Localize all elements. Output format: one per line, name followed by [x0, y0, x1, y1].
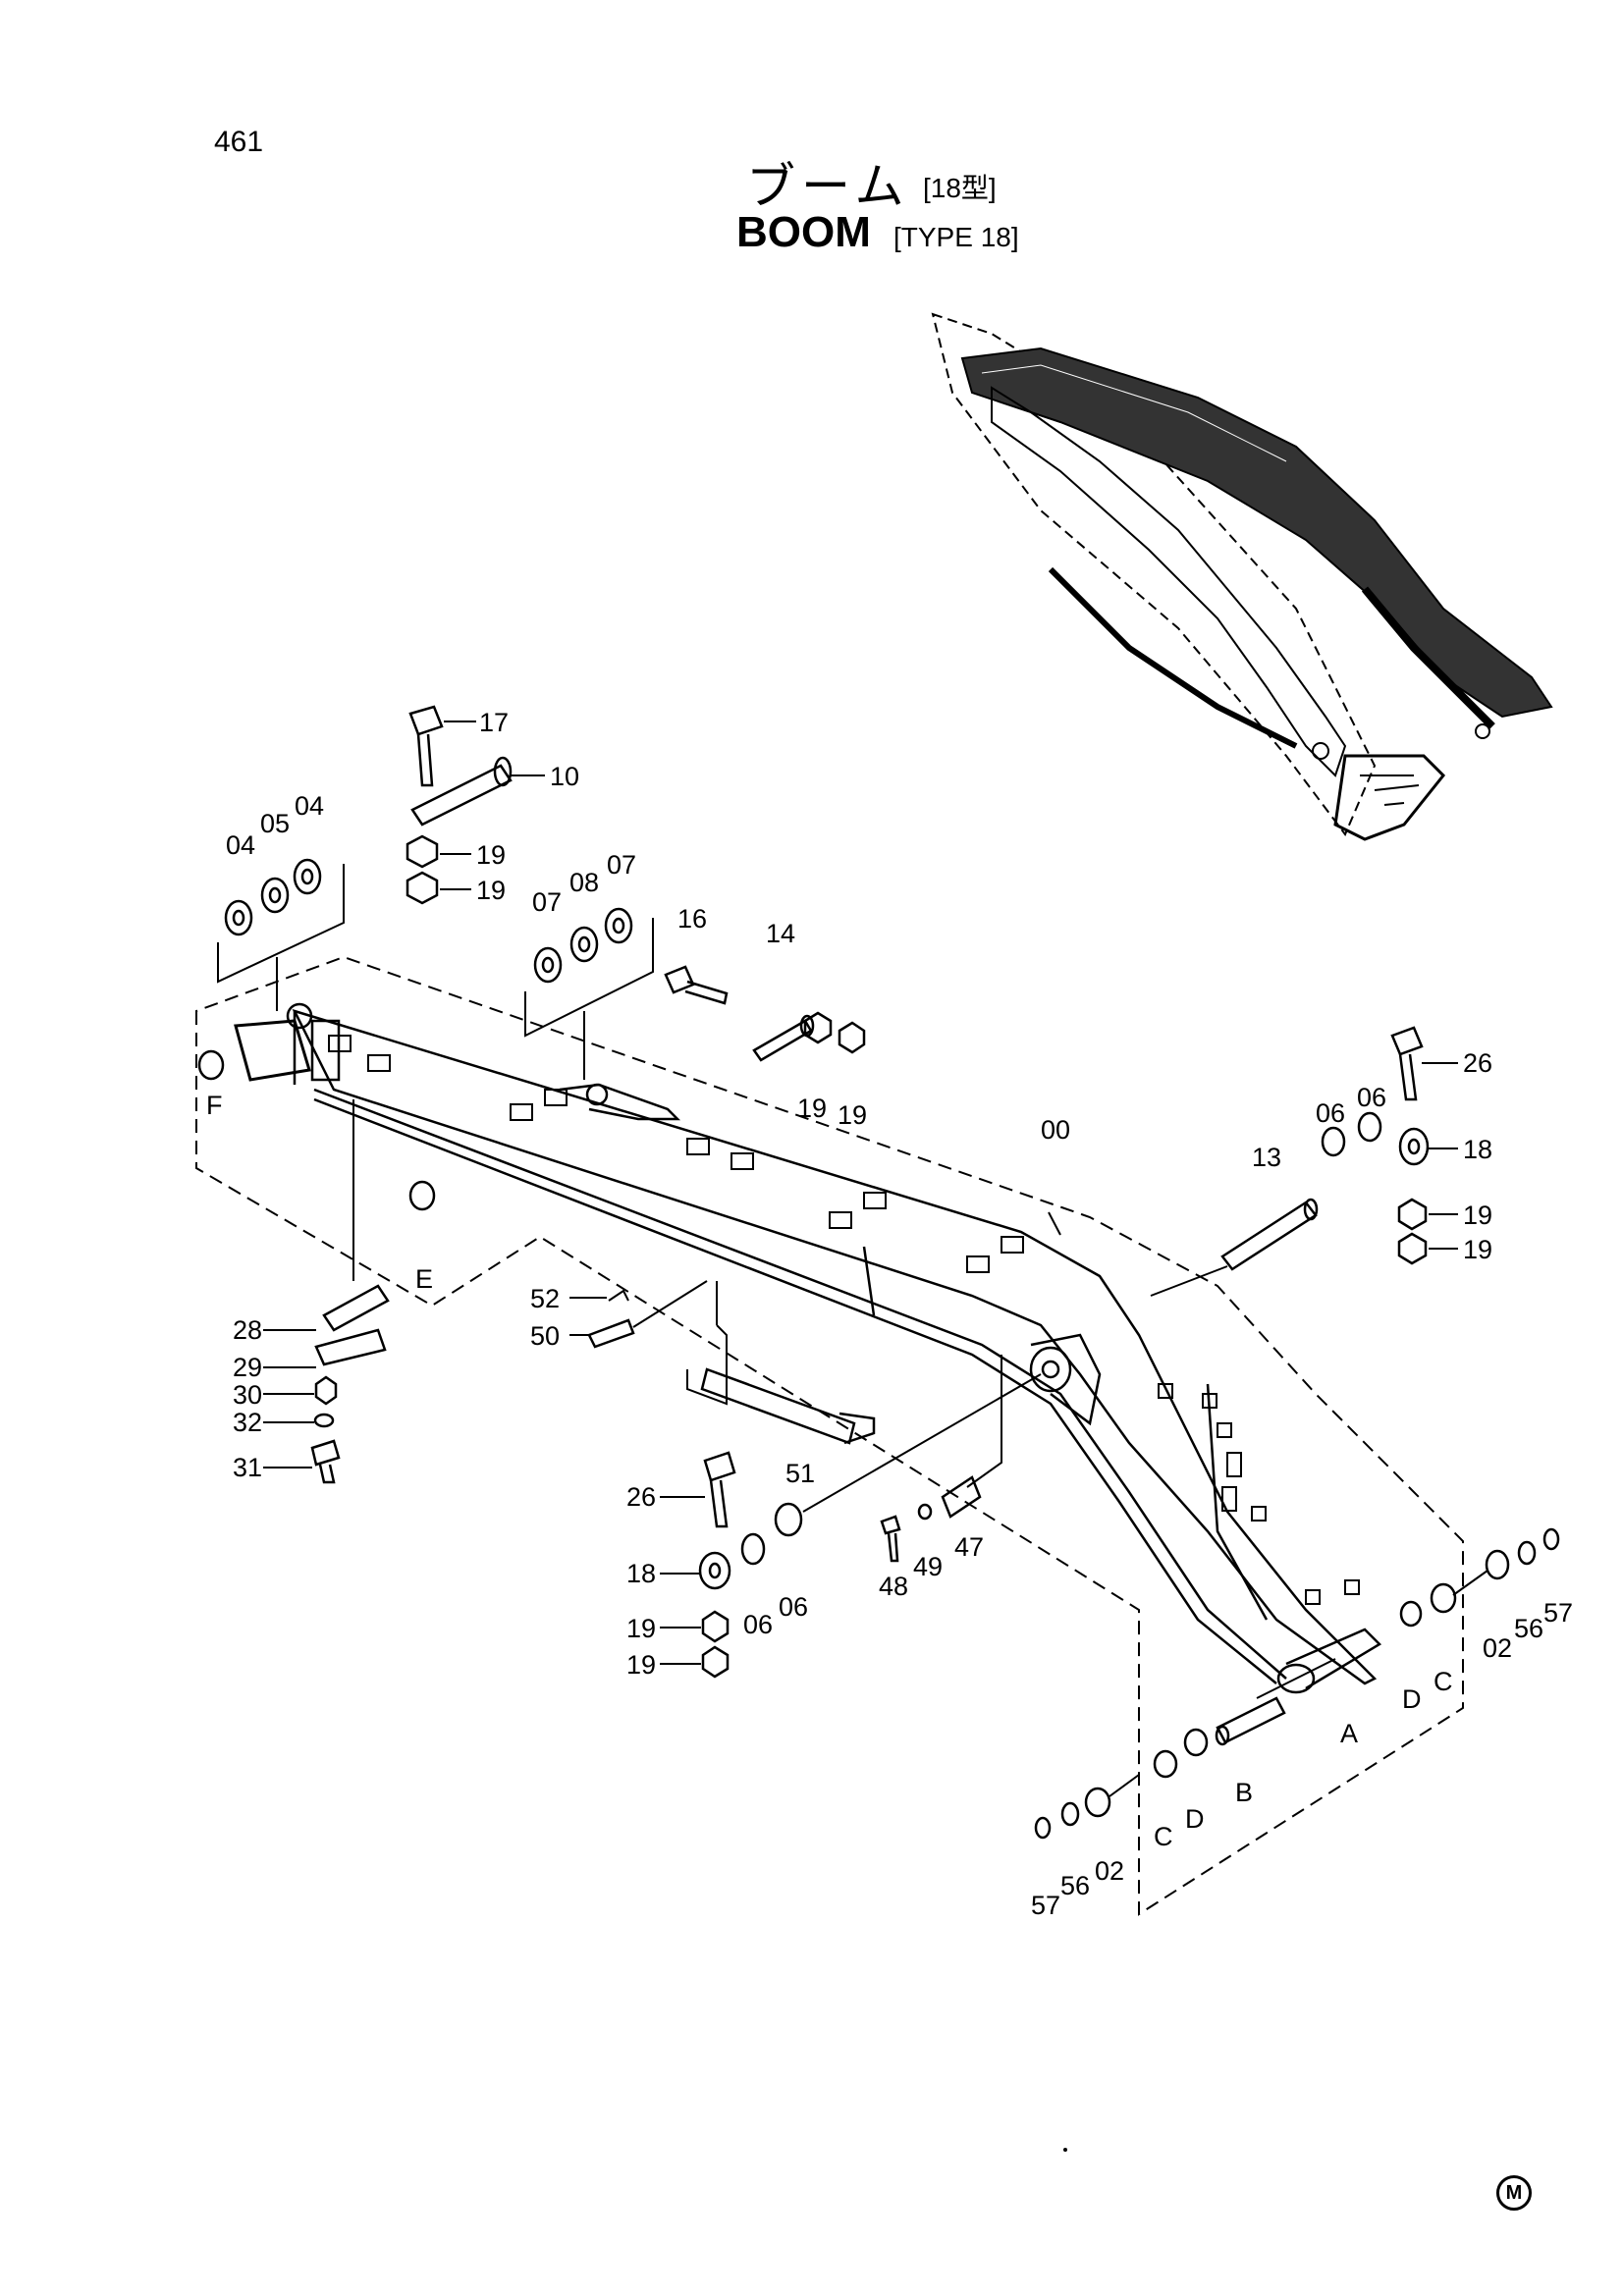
callout-C: C [1434, 1667, 1453, 1696]
callout-47: 47 [954, 1532, 984, 1562]
callout-56: 56 [1514, 1614, 1543, 1643]
callout-57: 57 [1543, 1598, 1573, 1628]
callout-29: 29 [233, 1353, 262, 1382]
callout-B: B [1235, 1778, 1253, 1807]
callout-00: 00 [1041, 1115, 1070, 1145]
callout-10: 10 [550, 762, 579, 791]
callout-19: 19 [1463, 1201, 1492, 1230]
callout-57: 57 [1031, 1891, 1060, 1920]
callout-51: 51 [785, 1459, 815, 1488]
page-number: 461 [214, 126, 264, 158]
hardware-parts [197, 705, 1560, 1840]
callout-06: 06 [779, 1592, 808, 1622]
callout-14: 14 [766, 919, 795, 948]
callout-E: E [415, 1264, 433, 1294]
leader-lines [263, 721, 1458, 1665]
callout-05: 05 [260, 809, 290, 838]
callout-17: 17 [479, 708, 509, 737]
title-english: BOOM [736, 208, 871, 256]
callout-A: A [1340, 1719, 1358, 1748]
callout-56: 56 [1060, 1871, 1090, 1900]
callout-06: 06 [1316, 1098, 1345, 1128]
callout-26: 26 [626, 1482, 656, 1512]
callout-C: C [1154, 1822, 1173, 1851]
type-english: [TYPE 18] [893, 222, 1019, 252]
callout-06: 06 [1357, 1083, 1386, 1112]
callout-13: 13 [1252, 1143, 1281, 1172]
callout-26: 26 [1463, 1048, 1492, 1078]
callout-31: 31 [233, 1453, 262, 1482]
callout-52: 52 [530, 1284, 560, 1313]
callout-19: 19 [1463, 1235, 1492, 1264]
callout-D: D [1185, 1804, 1205, 1834]
title-japanese: ブーム [746, 159, 910, 214]
callout-50: 50 [530, 1321, 560, 1351]
callout-F: F [206, 1091, 223, 1120]
callout-04: 04 [295, 791, 324, 821]
callout-19: 19 [797, 1094, 827, 1123]
callout-19: 19 [626, 1650, 656, 1680]
callout-18: 18 [1463, 1135, 1492, 1164]
stray-dot [1063, 2148, 1067, 2152]
callout-16: 16 [677, 904, 707, 934]
callout-labels: 17 10 19 19 04 05 04 07 08 07 16 14 19 1… [206, 708, 1573, 1920]
callout-04: 04 [226, 830, 255, 860]
callout-06: 06 [743, 1610, 773, 1639]
callout-49: 49 [913, 1552, 943, 1581]
callout-19: 19 [838, 1100, 867, 1130]
callout-02: 02 [1095, 1856, 1124, 1886]
callout-30: 30 [233, 1380, 262, 1410]
callout-48: 48 [879, 1572, 908, 1601]
callout-02: 02 [1483, 1633, 1512, 1663]
maker-mark: M [1496, 2175, 1532, 2211]
callout-07: 07 [532, 887, 562, 917]
callout-19: 19 [476, 876, 506, 905]
callout-07: 07 [607, 850, 636, 880]
boom-assembly [195, 955, 1464, 1916]
callout-19: 19 [626, 1614, 656, 1643]
callout-18: 18 [626, 1559, 656, 1588]
callout-08: 08 [569, 868, 599, 897]
callout-19: 19 [476, 840, 506, 870]
excavator-overview-illustration [931, 312, 1553, 841]
callout-28: 28 [233, 1315, 262, 1345]
callout-32: 32 [233, 1408, 262, 1437]
type-japanese: [18型] [923, 173, 997, 203]
callout-D: D [1402, 1684, 1422, 1714]
